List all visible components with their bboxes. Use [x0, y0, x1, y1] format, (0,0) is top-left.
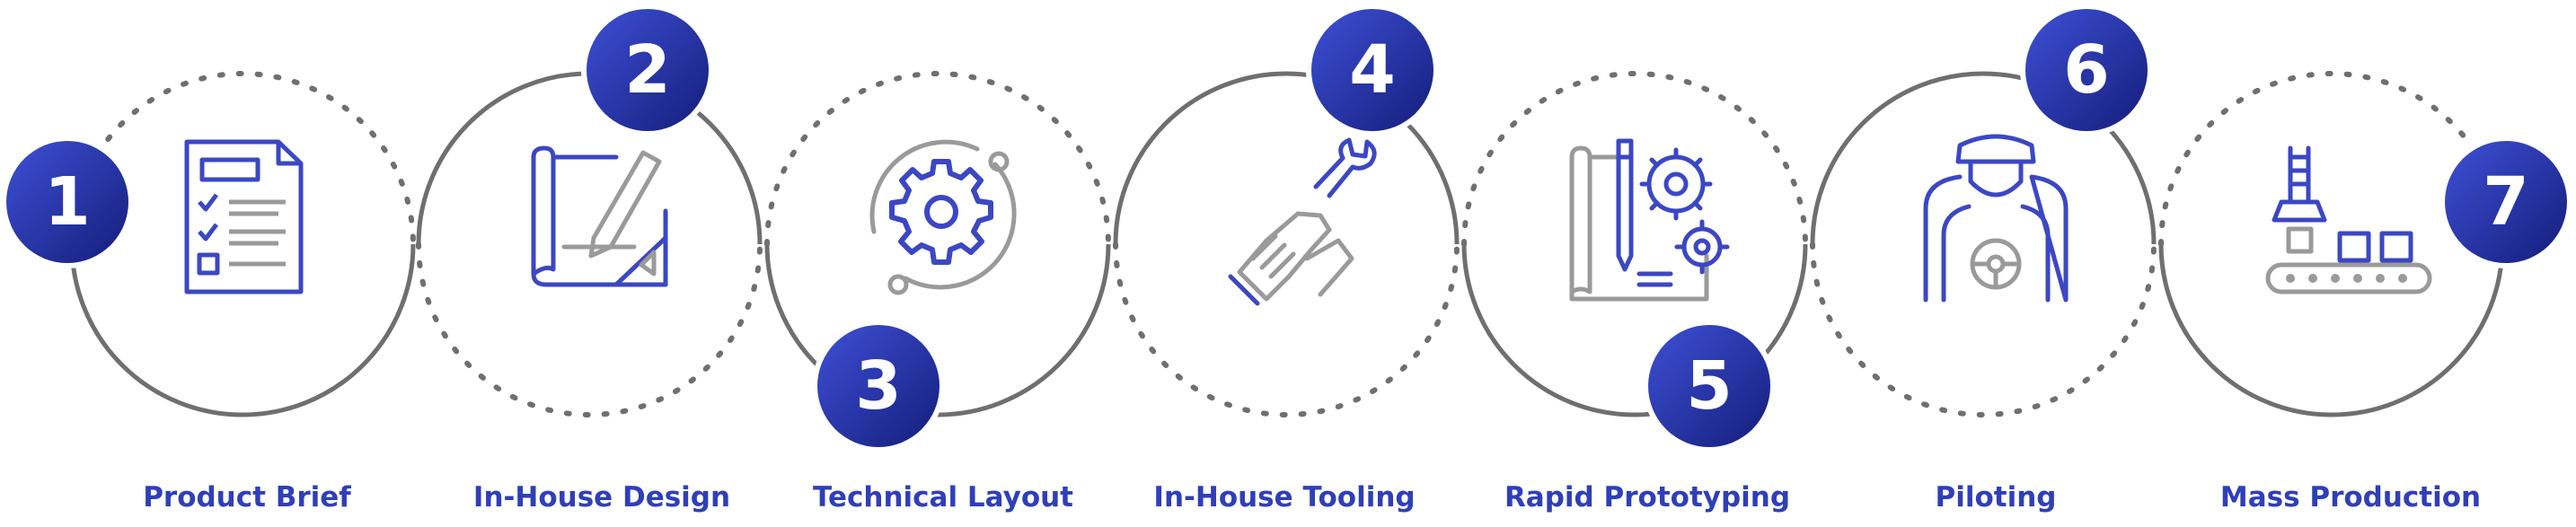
pilot-icon [1923, 134, 2069, 303]
ring-6 [1810, 71, 2157, 417]
step-rings [69, 71, 2505, 417]
step-label-product-brief: Product Brief [143, 481, 351, 514]
badge-number: 7 [2483, 163, 2529, 241]
ring-4 [1113, 71, 1460, 417]
document-checklist-icon [184, 139, 304, 294]
wrench-hand-icon [1228, 137, 1377, 306]
badge-number: 6 [2063, 31, 2110, 109]
conveyor-belt-icon [2265, 145, 2432, 294]
badge-2: 2 [581, 4, 714, 136]
badge-4: 4 [1306, 4, 1439, 136]
blueprint-gears-icon [1569, 138, 1730, 302]
step-label-rapid-prototyping: Rapid Prototyping [1504, 481, 1791, 514]
gear-orbit-icon [869, 139, 1017, 295]
badge-3: 3 [812, 320, 945, 452]
ring-7 [2158, 71, 2505, 417]
ring-5 [1461, 71, 1808, 417]
ring-1 [69, 71, 416, 417]
step-badges: 1 2 3 4 5 6 7 [1, 4, 2572, 452]
badge-number: 3 [855, 347, 902, 425]
badge-number: 4 [1349, 31, 1396, 109]
step-label-in-house-design: In-House Design [472, 481, 731, 514]
badge-number: 2 [624, 31, 671, 109]
badge-5: 5 [1643, 320, 1776, 452]
step-label-in-house-tooling: In-House Tooling [1153, 481, 1416, 514]
badge-number: 1 [44, 163, 91, 241]
step-label-piloting: Piloting [1935, 481, 2057, 514]
badge-1: 1 [1, 136, 134, 268]
step-label-mass-production: Mass Production [2219, 481, 2482, 514]
badge-number: 5 [1686, 347, 1733, 425]
badge-7: 7 [2439, 136, 2572, 268]
badge-6: 6 [2020, 4, 2153, 136]
blueprint-pencil-icon [531, 145, 668, 287]
step-label-technical-layout: Technical Layout [812, 481, 1074, 514]
ring-2 [416, 71, 763, 417]
